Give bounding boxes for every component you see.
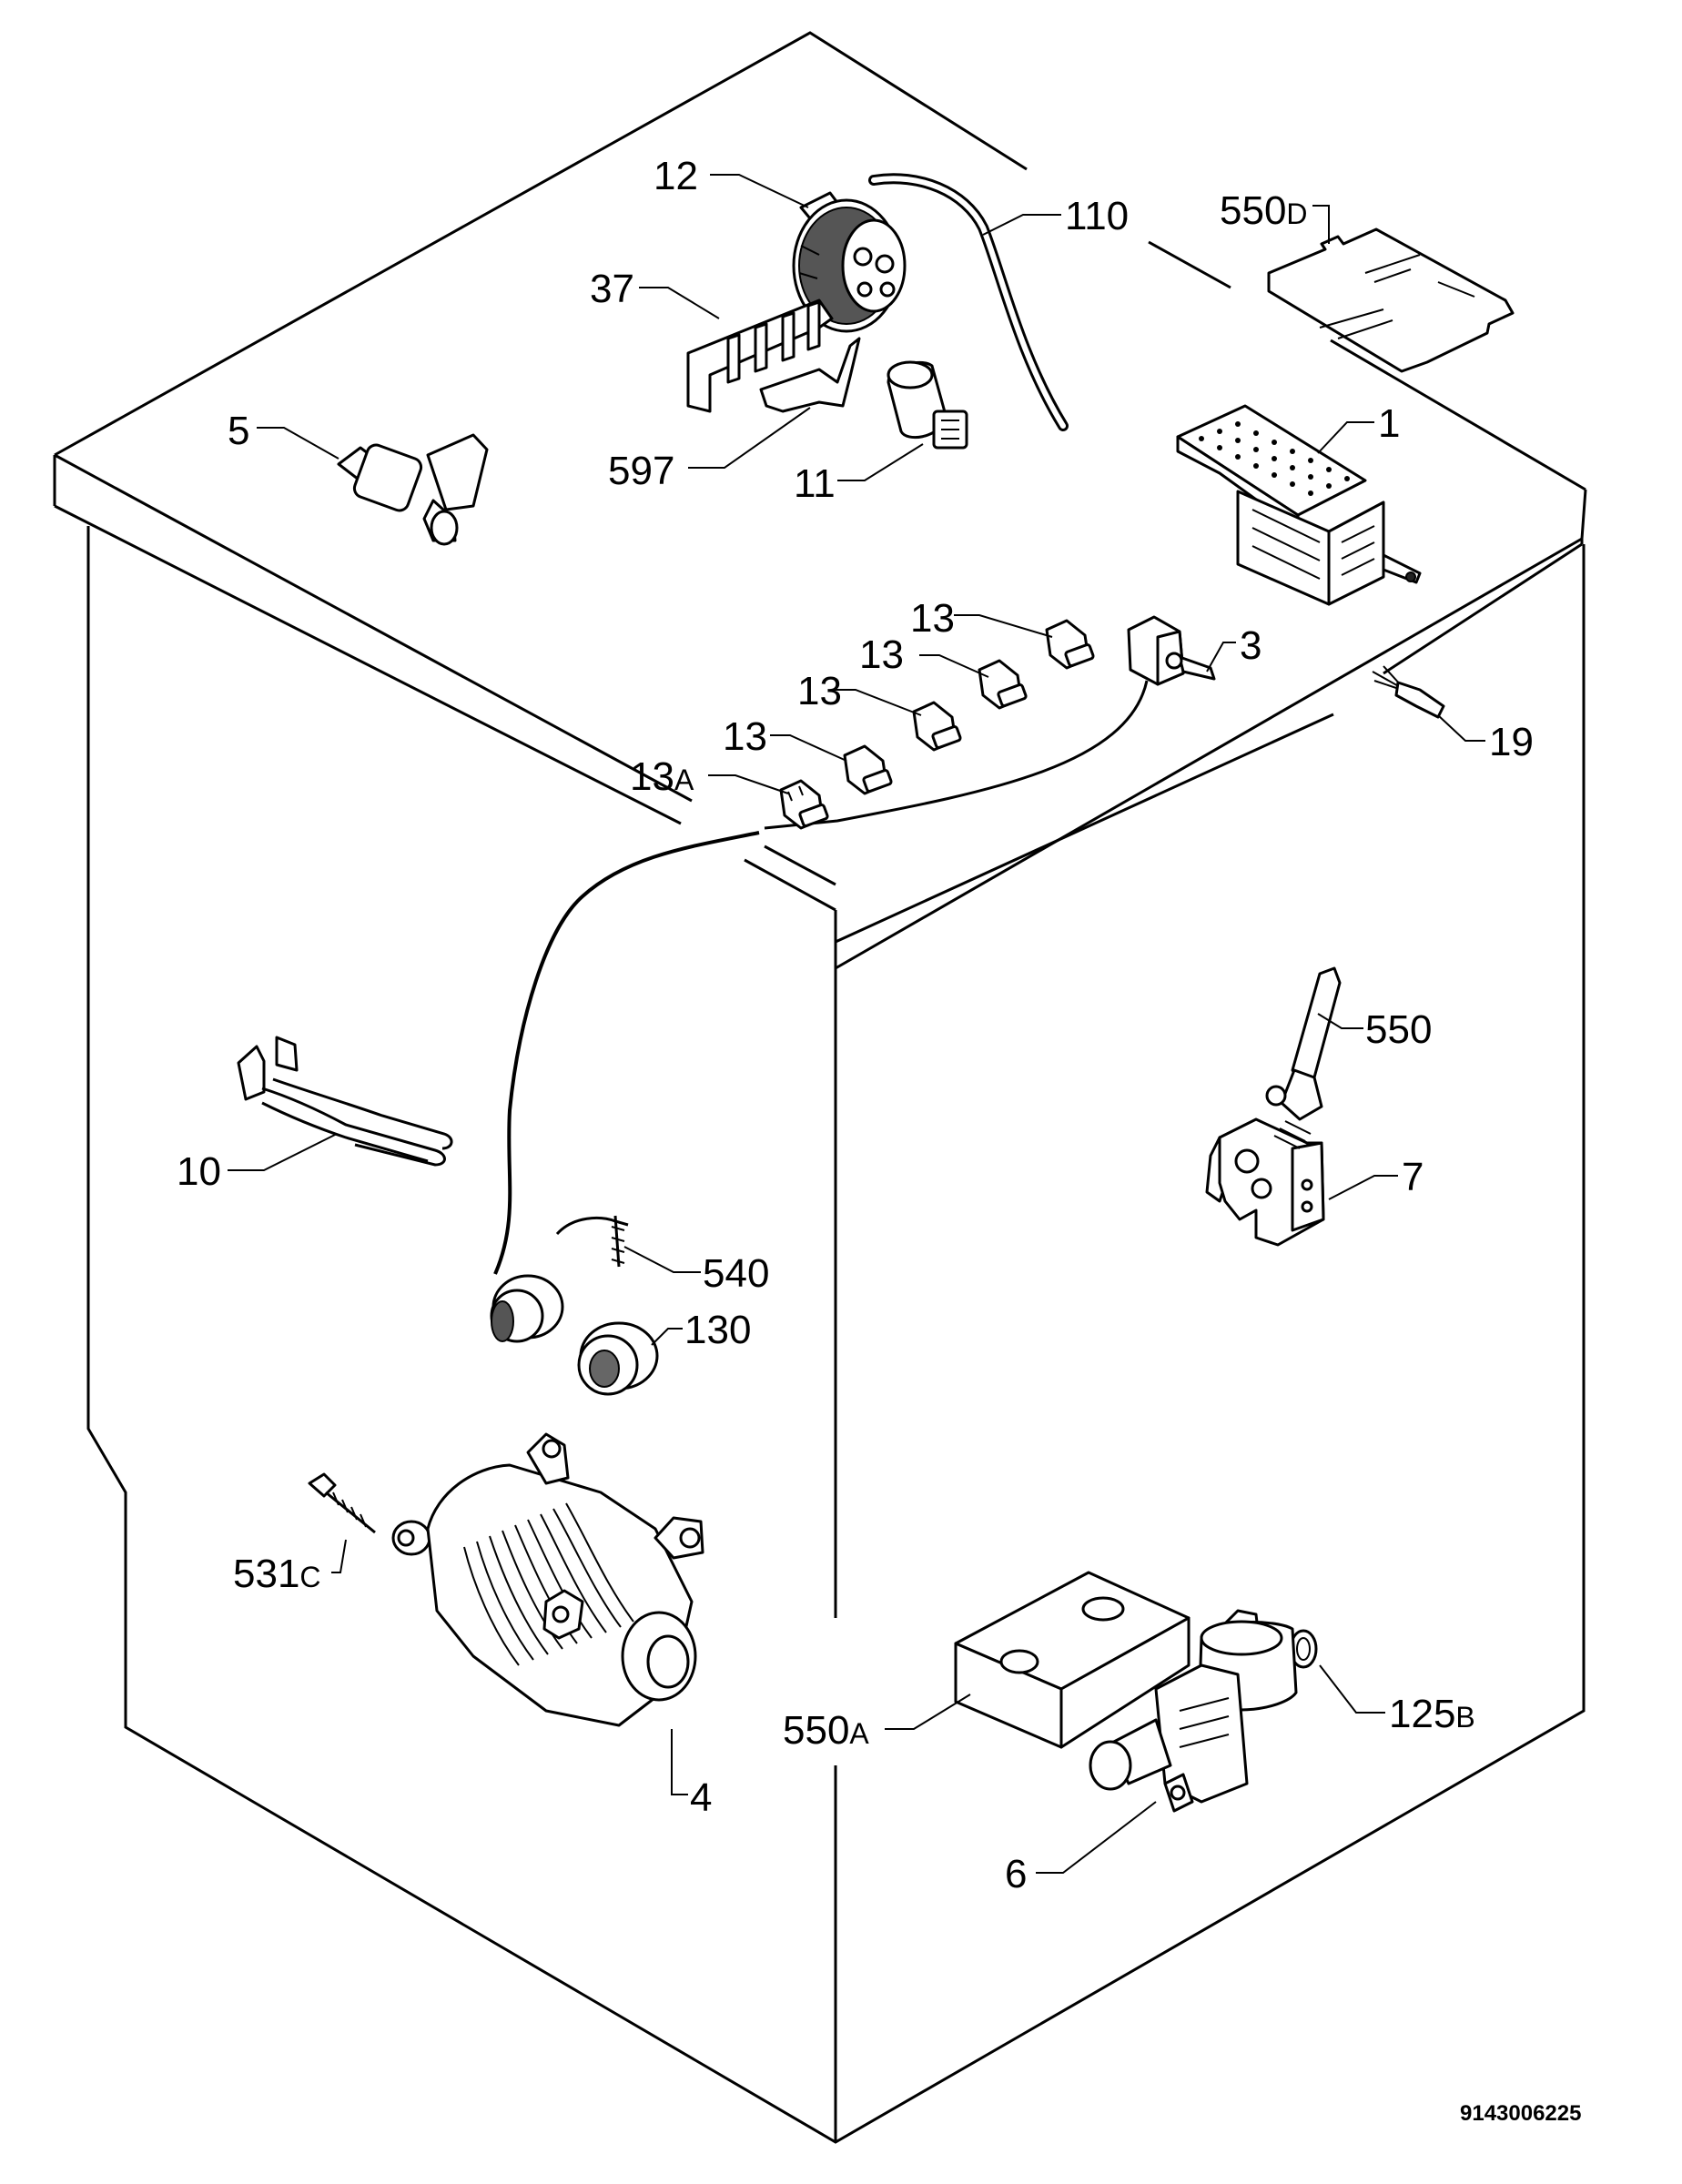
callout-13-c: 13 — [797, 669, 842, 713]
callout-13-d: 13 — [723, 714, 767, 759]
callout-550D: 550D — [1220, 188, 1308, 233]
callout-13-b: 13 — [859, 632, 904, 677]
switch-part-3 — [1127, 615, 1216, 686]
connector-part-13A — [779, 779, 829, 830]
connector-block-part-37 — [686, 298, 834, 413]
clip-part-597 — [759, 337, 861, 413]
hose-part-110 — [868, 173, 1069, 431]
callout-11: 11 — [794, 461, 836, 506]
capacitor-part-11 — [887, 360, 968, 450]
callout-6: 6 — [1005, 1852, 1027, 1896]
callout-4: 4 — [690, 1775, 712, 1820]
callout-597: 597 — [608, 449, 674, 493]
callout-13-a: 13 — [910, 596, 955, 641]
callout-labels: 12 110 550D 37 5 597 11 1 13 3 13 13 19 … — [177, 154, 1534, 1896]
connector-part-13-row4 — [1045, 619, 1095, 670]
pressure-switch-part-12 — [792, 191, 907, 333]
callout-3: 3 — [1240, 623, 1262, 668]
grommet-part-130 — [577, 1321, 659, 1396]
harness-grommet — [490, 1274, 564, 1343]
callout-12: 12 — [654, 154, 698, 198]
callout-10: 10 — [177, 1149, 221, 1194]
seal-ring-part-125B — [1289, 1629, 1318, 1669]
screw-part-531C — [308, 1472, 376, 1534]
connector-part-13-row1 — [843, 744, 893, 795]
heating-element-part-10 — [237, 1036, 453, 1167]
callout-531C: 531C — [233, 1552, 321, 1596]
sensor-part-19 — [1372, 665, 1445, 719]
motor-part-4 — [391, 1432, 704, 1727]
cover-plate-part-550D — [1267, 228, 1515, 373]
door-lock-part-7 — [1205, 1117, 1325, 1247]
drawing-code: 9143006225 — [1460, 2101, 1581, 2126]
cabinet-outline — [53, 31, 1587, 2144]
callout-19: 19 — [1489, 720, 1534, 764]
callout-130: 130 — [684, 1308, 751, 1352]
callout-7: 7 — [1402, 1155, 1424, 1199]
connector-part-13-row3 — [978, 659, 1028, 710]
connector-part-13-row2 — [912, 701, 962, 752]
callout-110: 110 — [1065, 194, 1129, 238]
callout-125B: 125B — [1389, 1692, 1475, 1736]
callout-1: 1 — [1378, 401, 1400, 446]
pump-cover-part-550A — [954, 1571, 1191, 1749]
callout-37: 37 — [590, 267, 634, 311]
solenoid-valve-part-5 — [337, 433, 489, 546]
callout-550: 550 — [1365, 1007, 1432, 1052]
callout-550A: 550A — [783, 1708, 869, 1753]
drain-pump-part-6 — [1089, 1609, 1298, 1813]
callout-5: 5 — [228, 409, 249, 453]
bracket-part-550 — [1265, 966, 1342, 1121]
leader-lines — [228, 174, 1485, 1874]
callout-540: 540 — [703, 1251, 769, 1296]
wiring-harness — [493, 680, 1149, 1275]
programmer-timer-part-1 — [1176, 404, 1422, 606]
spring-part-540 — [555, 1215, 629, 1268]
callout-13A: 13A — [630, 754, 694, 799]
